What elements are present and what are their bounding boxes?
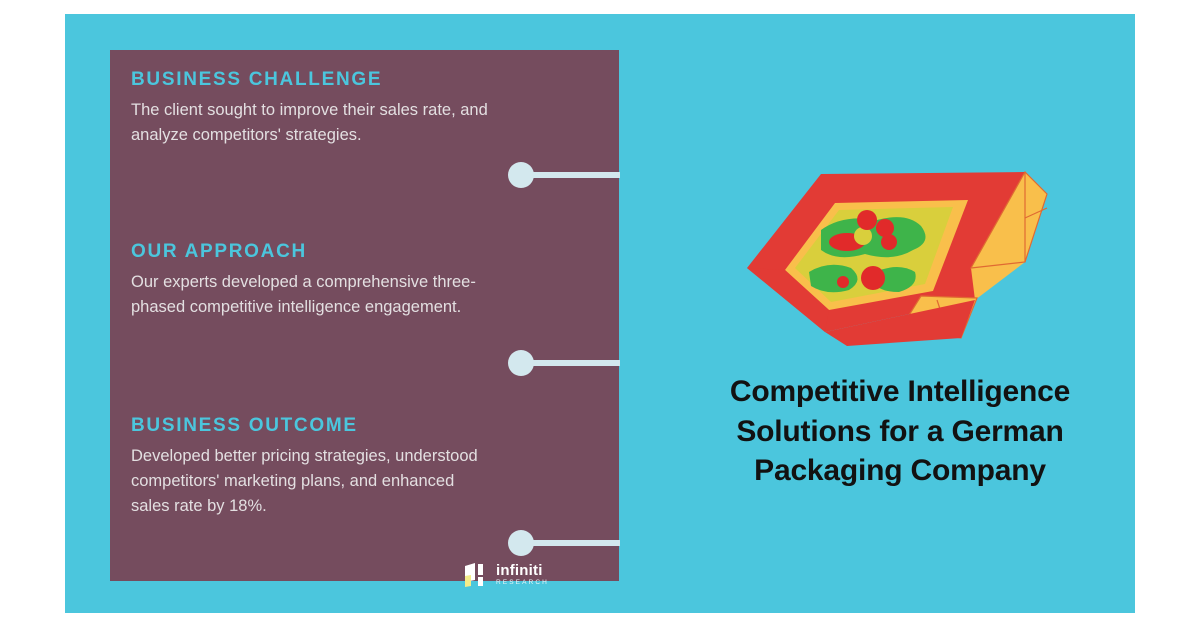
logo-wordmark: infiniti RESEARCH [496, 563, 549, 587]
infiniti-research-logo[interactable]: infiniti RESEARCH [464, 558, 564, 592]
connector-dot-icon [508, 530, 534, 556]
cyan-background-card: BUSINESS CHALLENGE The client sought to … [65, 14, 1135, 613]
logo-subtitle: RESEARCH [496, 579, 549, 587]
info-panel: BUSINESS CHALLENGE The client sought to … [110, 50, 620, 581]
info-block-business-outcome: BUSINESS OUTCOME Developed better pricin… [131, 415, 491, 519]
connector-line [530, 172, 620, 178]
block-body-business-challenge: The client sought to improve their sales… [131, 100, 488, 144]
connector-line [530, 360, 620, 366]
connector-dot-icon [508, 162, 534, 188]
logo-name: infiniti [496, 562, 543, 580]
block-title-business-outcome: BUSINESS OUTCOME [131, 415, 358, 436]
right-column: Competitive Intelligence Solutions for a… [665, 50, 1135, 581]
page-title: Competitive Intelligence Solutions for a… [729, 375, 1071, 488]
block-title-business-challenge: BUSINESS CHALLENGE [131, 69, 383, 90]
block-title-our-approach: OUR APPROACH [131, 241, 307, 262]
packaging-box-illustration [725, 150, 1065, 350]
connector-dot-icon [508, 350, 534, 376]
block-body-our-approach: Our experts developed a comprehensive th… [131, 272, 476, 316]
info-block-business-challenge: BUSINESS CHALLENGE The client sought to … [131, 69, 491, 148]
connector-line [530, 540, 620, 546]
info-block-our-approach: OUR APPROACH Our experts developed a com… [131, 241, 491, 320]
block-body-business-outcome: Developed better pricing strategies, und… [131, 446, 478, 515]
infiniti-panels-mark-icon [464, 562, 490, 588]
